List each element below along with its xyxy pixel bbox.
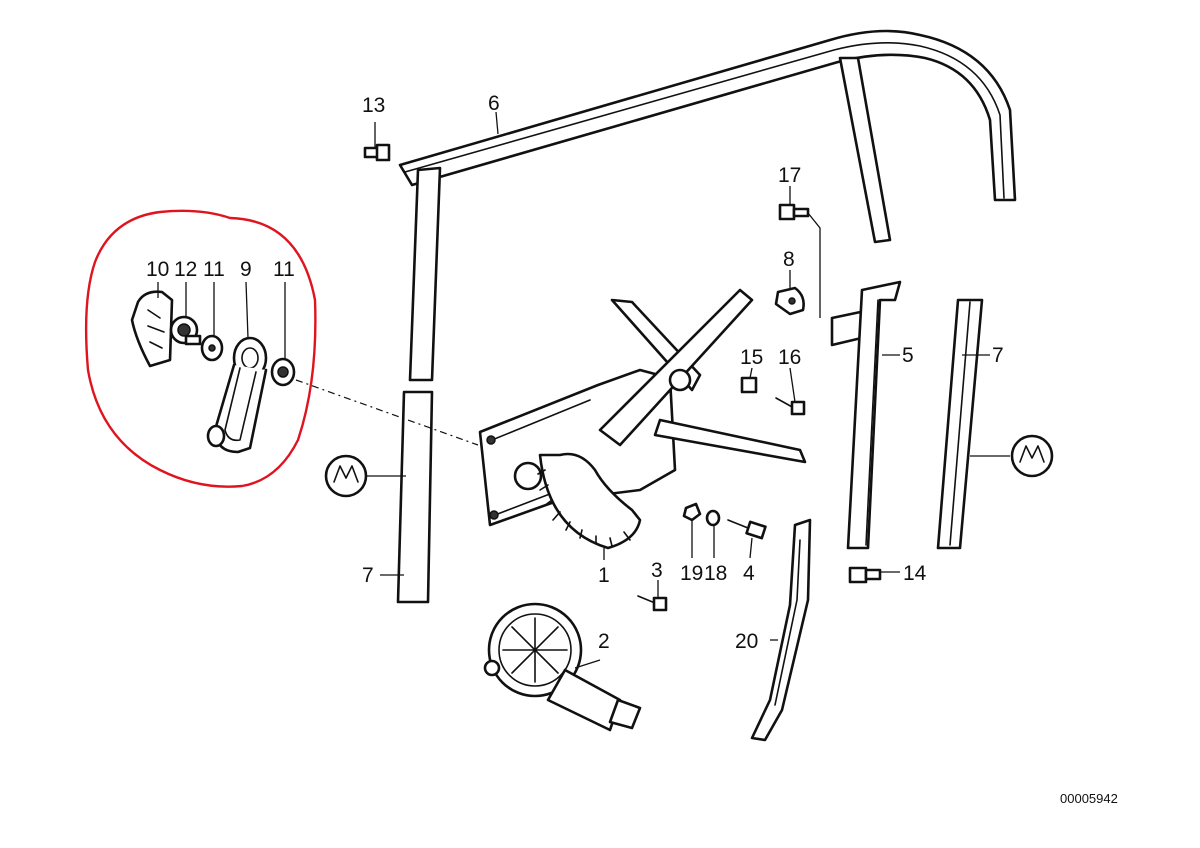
part-12-pulley-bushing (169, 315, 202, 346)
part-6-window-frame-rail (398, 29, 1017, 244)
callout-19: 19 (680, 562, 703, 585)
part-20-bracket-strip (750, 518, 812, 742)
leader-lines (157, 111, 1010, 669)
callout-16: 16 (778, 346, 801, 369)
part-14-bolt (848, 566, 882, 584)
callout-12: 12 (174, 258, 197, 281)
part-17-screw (778, 203, 810, 221)
callout-11-second: 11 (273, 258, 295, 281)
callout-20: 20 (735, 630, 758, 653)
callout-3: 3 (651, 559, 663, 582)
bmw-logo-badge-icon (324, 454, 368, 498)
callout-9: 9 (240, 258, 252, 281)
callout-14: 14 (903, 562, 927, 585)
part-3-screw (637, 595, 668, 612)
part-17-fastening-line (807, 212, 821, 318)
callout-7-right: 7 (992, 344, 1004, 367)
highlighted-subassembly (130, 290, 296, 454)
part-2-window-motor (483, 602, 642, 732)
red-highlight-circle (84, 209, 317, 488)
callout-1: 1 (598, 564, 610, 587)
callout-2: 2 (598, 630, 610, 653)
callout-4: 4 (743, 562, 755, 585)
callout-8: 8 (783, 248, 795, 271)
callout-11: 11 (203, 258, 225, 281)
part-13-screw (363, 143, 391, 162)
part-7-right-guide-rail (936, 298, 984, 550)
callout-6: 6 (488, 92, 500, 115)
part-11-second-washer (270, 357, 296, 387)
callout-5: 5 (902, 344, 914, 367)
part-18-washer (705, 509, 721, 527)
callout-18: 18 (704, 562, 727, 585)
callout-13: 13 (362, 94, 385, 117)
part-19-nut (682, 502, 702, 522)
bmw-logo-badge-icon (1010, 434, 1054, 478)
part-15-clip-nut (740, 376, 758, 394)
part-7-left-guide-rail (396, 166, 442, 604)
part-5-guide-channel (846, 280, 902, 550)
part-1-window-regulator (478, 288, 807, 550)
diagram-id: 00005942 (1060, 791, 1118, 806)
callout-15: 15 (740, 346, 763, 369)
part-10-cover-cap (130, 290, 174, 368)
part-4-bolt (727, 519, 767, 540)
callout-17: 17 (778, 164, 801, 187)
part-16-screw (775, 397, 806, 416)
callout-10: 10 (146, 258, 169, 281)
alignment-line (295, 379, 479, 446)
part-8-clip (774, 286, 805, 316)
part-9-drive-belt-pulley (206, 336, 268, 454)
part-11-washer (200, 334, 224, 362)
callout-numbers: 13 6 10 12 11 9 11 17 8 15 16 5 7 7 1 3 … (146, 92, 1004, 653)
callout-7-left: 7 (362, 564, 374, 587)
